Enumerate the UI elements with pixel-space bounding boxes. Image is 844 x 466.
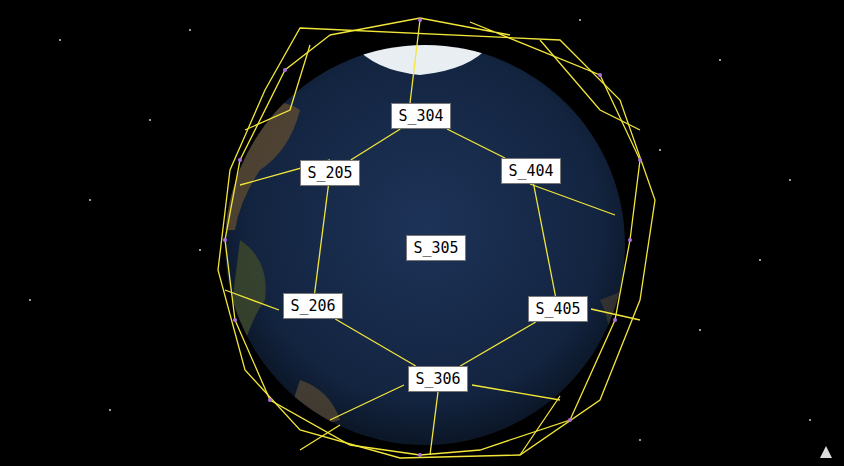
crosslink-line [351, 129, 400, 160]
crosslink-line [447, 129, 505, 158]
satellite-label: S_306 [408, 366, 468, 392]
satellite-name: S_205 [307, 164, 352, 182]
satellite-label: S_305 [406, 235, 466, 261]
satellite-label: S_304 [391, 103, 451, 129]
satellite-label: S_206 [283, 293, 343, 319]
satellite-label: S_205 [300, 160, 360, 186]
satellite-label: S_404 [501, 158, 561, 184]
satellite-name: S_304 [398, 107, 443, 125]
satellite-name: S_206 [290, 297, 335, 315]
crosslink-line [534, 184, 556, 296]
satellite-name: S_405 [535, 300, 580, 318]
crosslink-line [460, 322, 535, 366]
satellite-name: S_404 [508, 162, 553, 180]
crosslink-line [315, 186, 329, 293]
crosslink-line [335, 319, 415, 366]
satellite-name: S_306 [415, 370, 460, 388]
satellite-label: S_405 [528, 296, 588, 322]
satellite-name: S_305 [413, 239, 458, 257]
